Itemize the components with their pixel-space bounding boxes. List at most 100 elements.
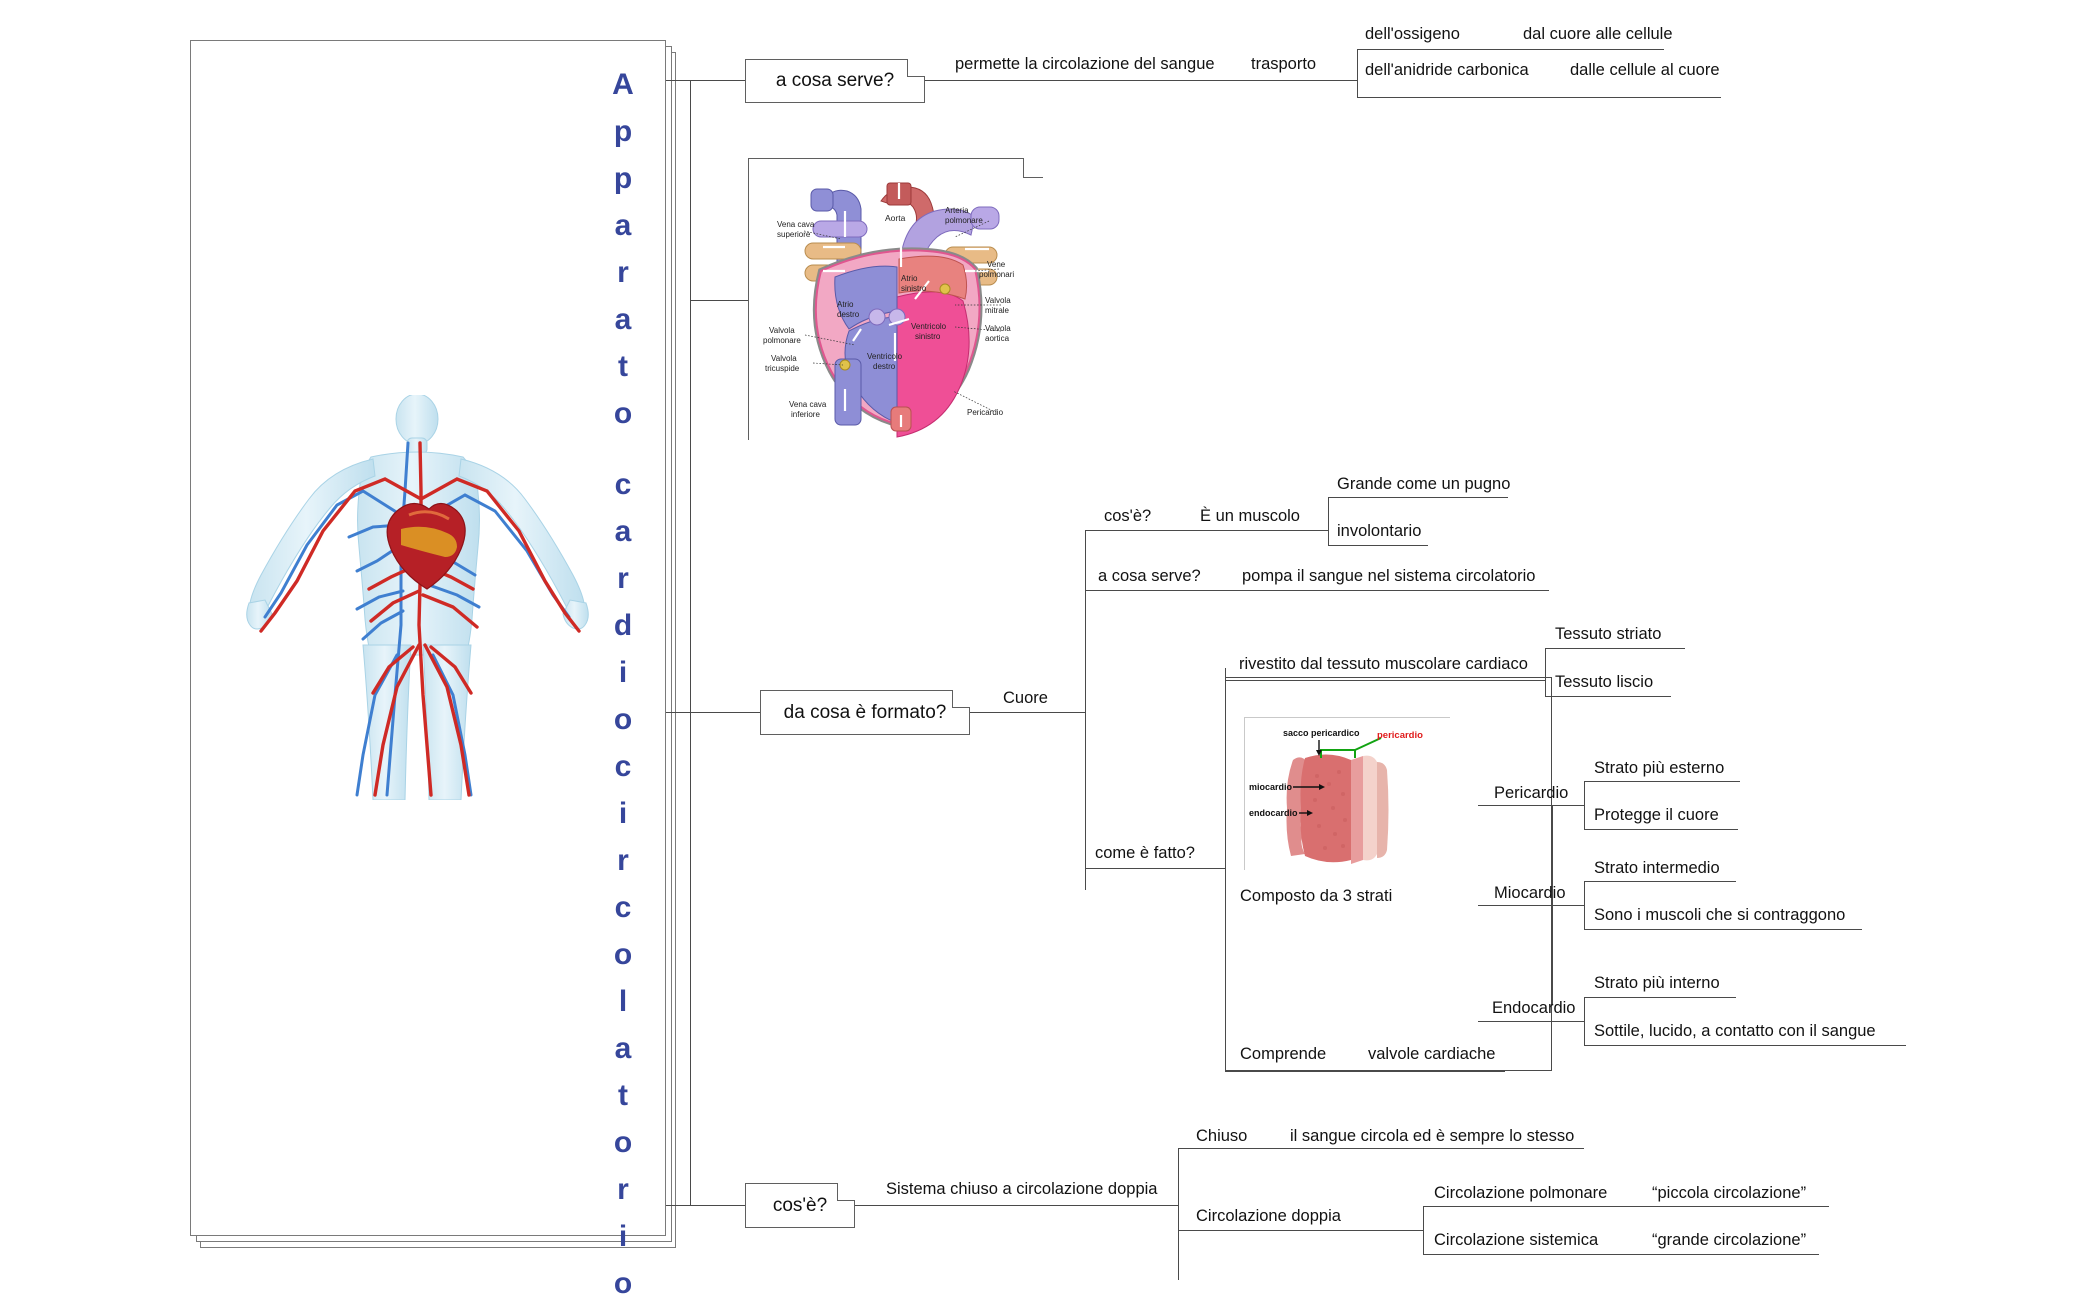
caption-ventricolo-destro: Ventricolo: [867, 352, 903, 361]
connector-strato-interno: [1584, 997, 1736, 998]
caption-valvola-mitrale: Valvola: [985, 296, 1011, 305]
connector-miocardio-split: [1584, 881, 1585, 929]
leaf-tessuto-striato: Tessuto striato: [1555, 625, 1662, 643]
caption-valvola-polmonare: Valvola: [769, 326, 795, 335]
page-title: A p p a r a t o c a r d i o c i r c o l …: [593, 61, 653, 1300]
title-letter: p: [613, 162, 633, 195]
leaf-involontario: involontario: [1337, 522, 1422, 540]
connector-tessuto-liscio: [1545, 696, 1671, 697]
folded-corner-icon: [952, 690, 970, 708]
leaf-strato-intermedio: Strato intermedio: [1594, 859, 1720, 877]
label-pompa-il-sangue: pompa il sangue nel sistema circolatorio: [1242, 567, 1536, 585]
svg-text:destro: destro: [873, 362, 896, 371]
caption-atrio-destro: Atrio: [837, 300, 854, 309]
label-cuore: Cuore: [1003, 689, 1048, 707]
title-letter: o: [613, 703, 633, 736]
leaf-piccola-circolazione: “piccola circolazione”: [1652, 1184, 1807, 1202]
title-letter: a: [614, 209, 632, 242]
connector-polmonare: [1423, 1206, 1829, 1207]
title-letter: a: [614, 1032, 632, 1065]
caption-valvola-tricuspide: Valvola: [771, 354, 797, 363]
connector-b4: [690, 1205, 745, 1206]
label-rivestito-tessuto: rivestito dal tessuto muscolare cardiaco: [1239, 655, 1528, 673]
connector-involontario: [1328, 545, 1428, 546]
connector-doppia-split: [1423, 1206, 1424, 1254]
svg-text:destro: destro: [837, 310, 860, 319]
node-da-cosa-e-formato[interactable]: da cosa è formato?: [760, 690, 970, 735]
caption-vena-cava-superiore: Vena cava: [777, 220, 815, 229]
connector-endocardio: [1478, 1021, 1584, 1022]
node-heart-layers-image[interactable]: pericardio sacco pericardico miocardio e…: [1244, 717, 1451, 871]
connector-pericardio-split: [1584, 781, 1585, 829]
title-letter: A: [612, 68, 634, 101]
svg-text:tricuspide: tricuspide: [765, 364, 800, 373]
leaf-protegge-il-cuore: Protegge il cuore: [1594, 806, 1719, 824]
title-letter: o: [613, 1126, 633, 1159]
svg-text:inferiore: inferiore: [791, 410, 820, 419]
connector-b3: [690, 712, 760, 713]
svg-text:aortica: aortica: [985, 334, 1010, 343]
title-letter: i: [618, 656, 628, 689]
connector-b2: [690, 300, 748, 301]
label-chiuso: Chiuso: [1196, 1127, 1248, 1145]
label-a-cosa-serve-cuore: a cosa serve?: [1098, 567, 1201, 585]
root-stub-bottom: [666, 1205, 691, 1206]
title-letter: a: [614, 515, 632, 548]
folded-corner-icon: [907, 59, 925, 77]
connector-comefatto-spine: [1225, 668, 1226, 1071]
title-letter: o: [613, 397, 633, 430]
root-spine: [690, 80, 691, 1205]
label-come-e-fatto: come è fatto?: [1095, 844, 1195, 862]
folded-corner-icon: [1023, 158, 1043, 178]
node-heart-anatomy-image[interactable]: Vena cava superiore Aorta Arteria polmon…: [748, 158, 1044, 441]
connector-b1-leaf1: [1357, 49, 1664, 50]
connector-comprende: [1225, 1071, 1505, 1072]
svg-text:polmonare: polmonare: [945, 216, 983, 225]
leaf-circolazione-polmonare: Circolazione polmonare: [1434, 1184, 1608, 1202]
label-composto-3-strati: Composto da 3 strati: [1240, 887, 1393, 905]
title-letter: o: [613, 938, 633, 971]
title-letter: c: [614, 468, 632, 501]
connector-b1: [690, 80, 745, 81]
title-letter: p: [613, 115, 633, 148]
heart-anatomy-diagram: Vena cava superiore Aorta Arteria polmon…: [749, 159, 1044, 441]
connector-b3-cuore: [970, 712, 1085, 713]
svg-text:mitrale: mitrale: [985, 306, 1010, 315]
caption-sacco-pericardico: sacco pericardico: [1283, 728, 1360, 738]
caption-valvola-aortica: Valvola: [985, 324, 1011, 333]
connector-pompa: [1085, 590, 1549, 591]
label-miocardio: Miocardio: [1494, 884, 1566, 902]
title-letter: c: [614, 750, 632, 783]
leaf-tessuto-liscio: Tessuto liscio: [1555, 673, 1654, 691]
title-letter: r: [617, 256, 629, 289]
circulatory-system-illustration: [246, 395, 589, 800]
title-letter: a: [614, 303, 632, 336]
title-letter: r: [617, 1173, 629, 1206]
leaf-circolazione-sistemica: Circolazione sistemica: [1434, 1231, 1599, 1249]
node-a-cosa-serve[interactable]: a cosa serve?: [745, 59, 925, 103]
label-e-un-muscolo: È un muscolo: [1200, 507, 1300, 525]
svg-text:superiore: superiore: [777, 230, 811, 239]
label-valvole-cardiache: valvole cardiache: [1368, 1045, 1496, 1063]
connector-b1-trasporto: [1249, 80, 1357, 81]
caption-arteria-polmonare: Arteria: [945, 206, 969, 215]
connector-b1-leaf2: [1357, 97, 1721, 98]
node-cose-sistema[interactable]: cos'è?: [745, 1183, 855, 1228]
caption-vena-cava-inferiore: Vena cava: [789, 400, 827, 409]
heart-wall-layers-diagram: pericardio sacco pericardico miocardio e…: [1245, 718, 1451, 871]
caption-atrio-sinistro: Atrio: [901, 274, 918, 283]
leaf-dell-anidride-carbonica: dell'anidride carbonica: [1365, 61, 1529, 79]
label-permette-circolazione: permette la circolazione del sangue: [955, 55, 1215, 73]
title-letter: o: [613, 1267, 633, 1300]
folded-corner-icon: [837, 1183, 855, 1201]
leaf-grande-come-un-pugno: Grande come un pugno: [1337, 475, 1511, 493]
connector-b4-spine: [1178, 1148, 1179, 1280]
label-pericardio: Pericardio: [1494, 784, 1569, 802]
connector-sono-muscoli: [1584, 929, 1862, 930]
leaf-sono-i-muscoli: Sono i muscoli che si contraggono: [1594, 906, 1846, 924]
connector-b1-child: [925, 80, 1249, 81]
title-letter: i: [618, 797, 628, 830]
title-letter: r: [617, 562, 629, 595]
connector-b1-split: [1357, 49, 1358, 97]
title-letter: t: [618, 1079, 628, 1112]
